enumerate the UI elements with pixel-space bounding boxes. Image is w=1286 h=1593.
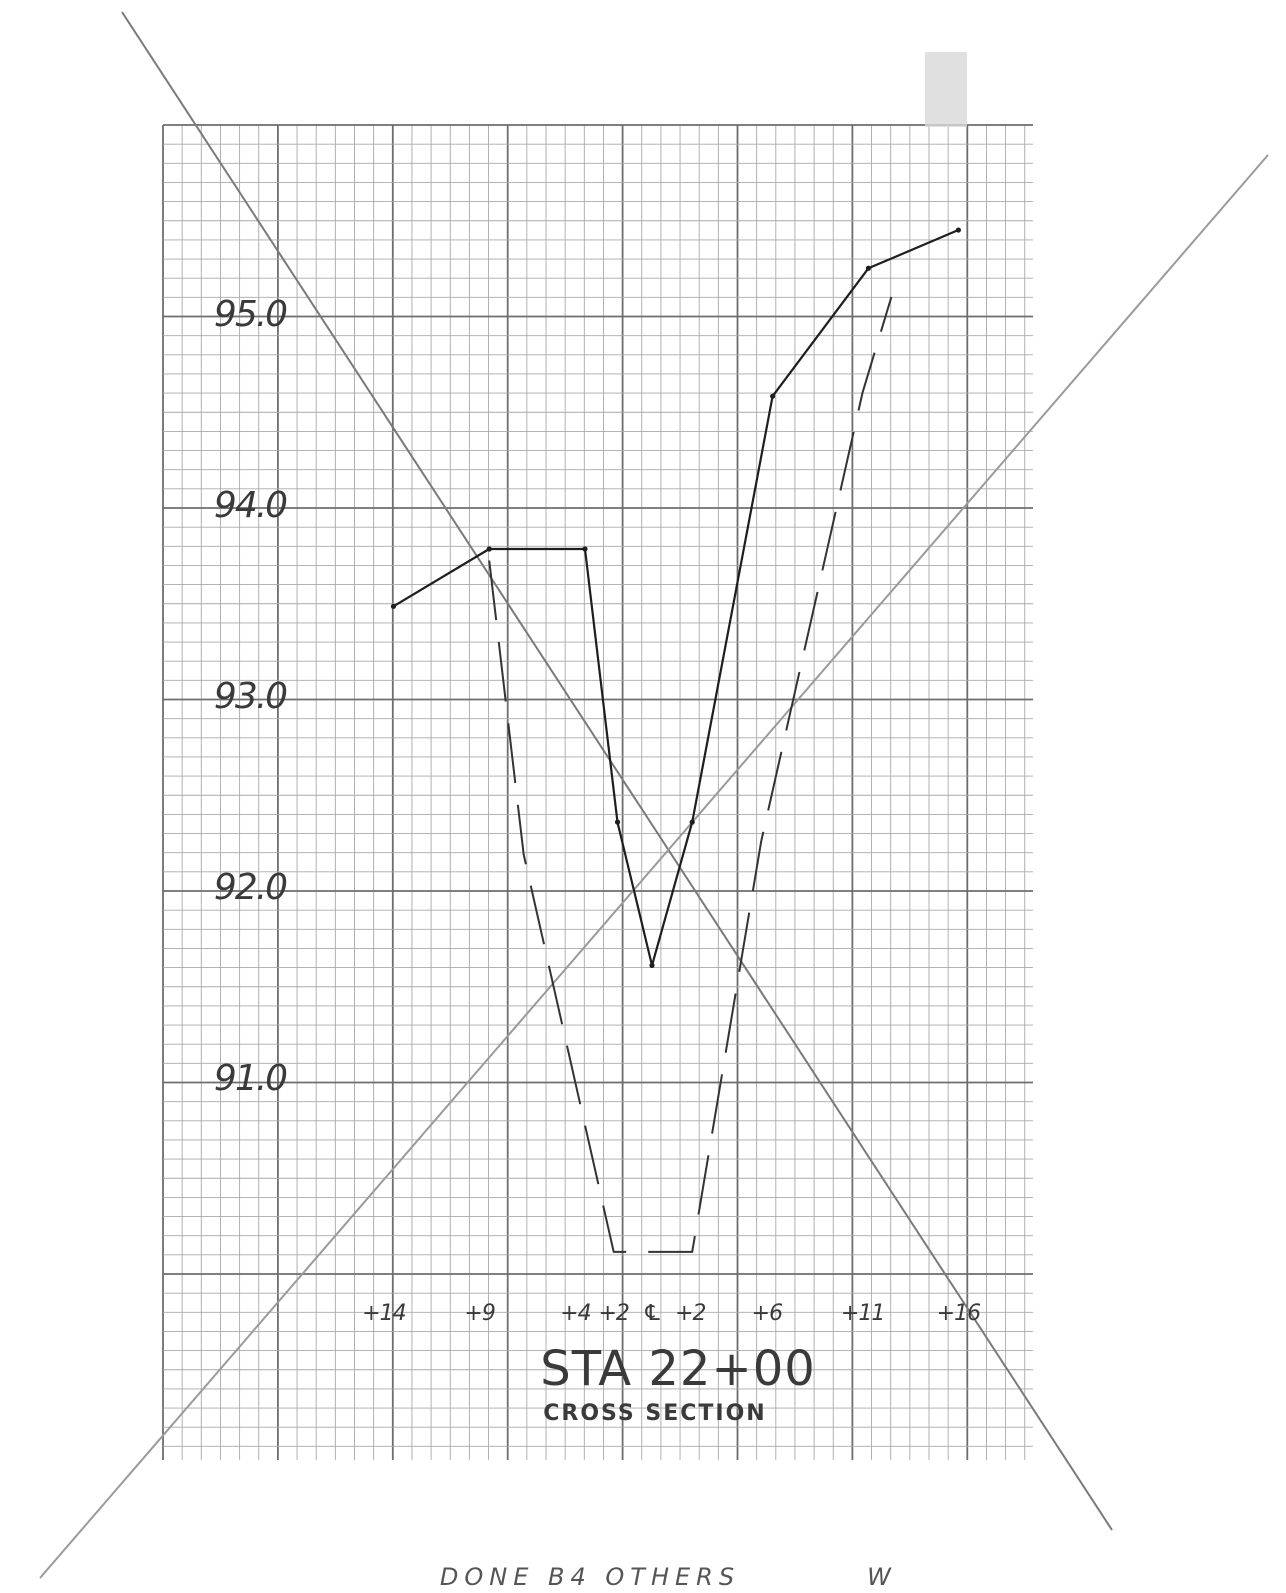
y-tick-label: 93.0: [214, 676, 287, 717]
data-point: [486, 546, 492, 552]
y-tick-label: 92.0: [214, 867, 287, 908]
x-tick-label: +14: [362, 1301, 405, 1326]
x-tick-labels: +14 +9 +4 +2 ℄ +2 +6 +11 +16: [362, 1301, 982, 1326]
x-tick-label: +16: [937, 1301, 981, 1326]
x-tick-label: +11: [841, 1301, 884, 1326]
cross-out-lines: [39, 11, 1269, 1579]
y-tick-label: 94.0: [214, 485, 287, 526]
data-point: [770, 393, 776, 399]
data-point: [649, 962, 655, 969]
x-tick-label: +6: [752, 1301, 783, 1326]
tape-mark: [925, 52, 967, 127]
y-tick-labels: 95.0 94.0 93.0 92.0 91.0: [214, 294, 289, 1099]
initials: W: [867, 1563, 897, 1591]
data-point: [582, 546, 588, 552]
chart-subtitle: CROSS SECTION: [543, 1401, 766, 1426]
data-point: [689, 819, 695, 825]
centerline-tick-label: ℄: [643, 1301, 662, 1326]
x-tick-label: +2: [598, 1301, 628, 1326]
y-tick-label: 91.0: [214, 1058, 287, 1099]
y-tick-label: 95.0: [214, 294, 287, 335]
series-line-2: [488, 296, 893, 1253]
footer-note: DONE B4 OTHERS: [440, 1563, 740, 1591]
x-tick-label: +4: [560, 1301, 590, 1326]
x-tick-label: +9: [464, 1301, 494, 1326]
data-point: [865, 265, 871, 271]
data-point: [955, 227, 962, 233]
data-point: [390, 603, 397, 609]
graph-paper-grid: [162, 124, 1033, 1460]
cross-out-line-descending: [121, 11, 1113, 1531]
plot-area: [390, 227, 962, 1253]
data-point: [614, 819, 621, 825]
chart-title: STA 22+00: [540, 1341, 816, 1397]
cross-out-line-ascending: [39, 154, 1269, 1579]
x-tick-label: +2: [675, 1301, 705, 1326]
